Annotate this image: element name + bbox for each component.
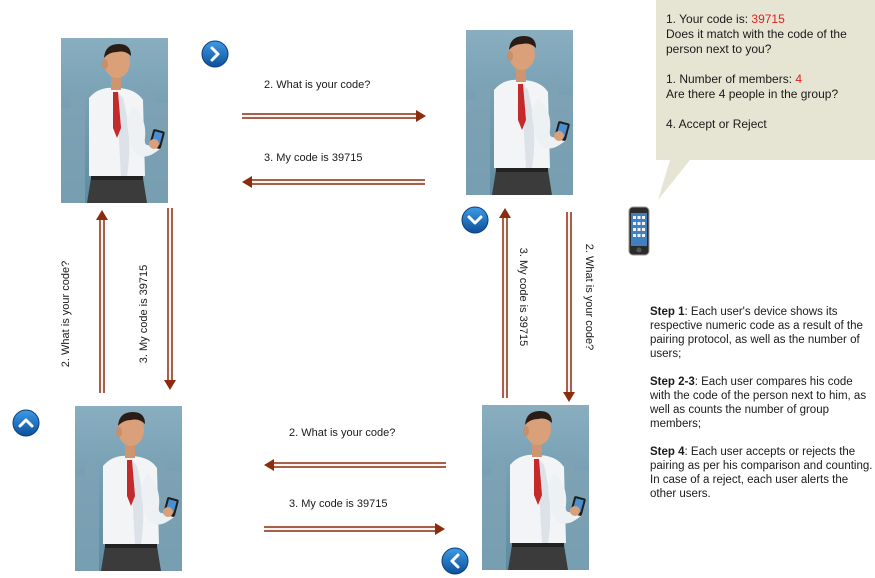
- code-value: 39715: [751, 12, 785, 26]
- label-bottom-request: 2. What is your code?: [289, 427, 396, 439]
- arrow-top-reply: [246, 179, 425, 185]
- arrow-bottom-reply: [264, 526, 442, 532]
- smartphone-icon: [628, 206, 650, 256]
- speech-bubble: [656, 0, 875, 200]
- step-1: Step 1: Each user's device shows its res…: [650, 305, 875, 361]
- arrow-left-request: [99, 213, 105, 393]
- step-1-title: Step 1: [650, 306, 685, 318]
- bubble-code-question: Does it match with the code of the perso…: [666, 27, 847, 56]
- arrow-bottom-request: [267, 462, 446, 468]
- step-4: Step 4: Each user accepts or rejects the…: [650, 445, 875, 501]
- label-top-reply: 3. My code is 39715: [264, 152, 363, 164]
- label-left-request: 2. What is your code?: [60, 260, 73, 368]
- bubble-content: 1. Your code is: 39715 Does it match wit…: [666, 12, 871, 132]
- bubble-members-line: 1. Number of members: 4: [666, 72, 871, 87]
- step-2-3-text: : Each user compares his code with the c…: [650, 376, 867, 430]
- code-label: 1. Your code is:: [666, 12, 752, 26]
- arrow-left-reply: [167, 208, 173, 387]
- step-4-title: Step 4: [650, 446, 685, 458]
- bubble-members-question: Are there 4 people in the group?: [666, 87, 839, 101]
- arrow-top-request: [242, 113, 422, 119]
- arrow-right-request: [566, 212, 572, 399]
- step-2-3-title: Step 2-3: [650, 376, 695, 388]
- label-left-reply: 3. My code is 39715: [138, 264, 151, 364]
- chevron-left-icon[interactable]: [441, 547, 469, 575]
- steps-description: Step 1: Each user's device shows its res…: [650, 305, 875, 515]
- members-label: 1. Number of members:: [666, 72, 796, 86]
- step-1-text: : Each user's device shows its respectiv…: [650, 306, 863, 360]
- step-2-3: Step 2-3: Each user compares his code wi…: [650, 375, 875, 431]
- bubble-decision: 4. Accept or Reject: [666, 117, 767, 131]
- chevron-up-icon[interactable]: [12, 409, 40, 437]
- chevron-right-icon[interactable]: [201, 40, 229, 68]
- label-top-request: 2. What is your code?: [264, 79, 371, 91]
- step-4-text: : Each user accepts or rejects the pairi…: [650, 446, 873, 500]
- label-bottom-reply: 3. My code is 39715: [289, 498, 388, 510]
- label-right-reply: 3. My code is 39715: [517, 247, 530, 347]
- bubble-code-line: 1. Your code is: 39715: [666, 12, 871, 27]
- arrow-right-reply: [502, 211, 508, 398]
- chevron-down-icon[interactable]: [461, 206, 489, 234]
- label-right-request: 2. What is your code?: [583, 243, 596, 351]
- members-value: 4: [795, 72, 803, 86]
